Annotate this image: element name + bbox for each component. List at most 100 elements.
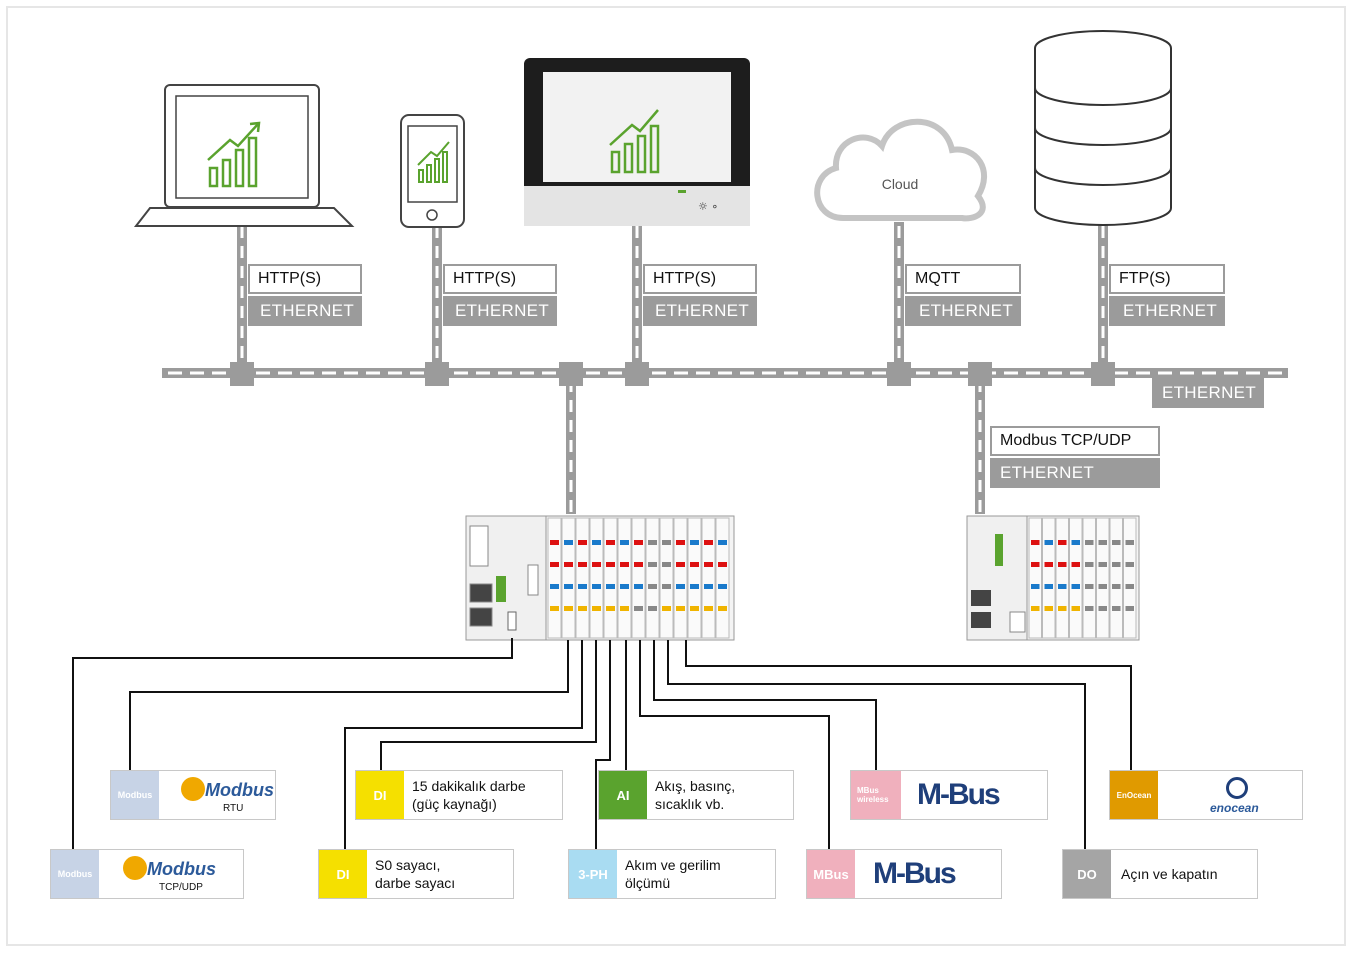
io-terminal-strip xyxy=(1031,540,1040,545)
io-module xyxy=(659,517,674,639)
io-terminal-strip xyxy=(648,584,657,589)
database-icon xyxy=(1034,30,1172,226)
io-terminal-strip xyxy=(1098,540,1107,545)
io-terminal-strip xyxy=(1112,606,1121,611)
io-terminal-strip xyxy=(718,584,727,589)
io-terminal-strip xyxy=(662,562,671,567)
io-terminal-strip xyxy=(676,606,685,611)
card-do: DO Açın ve kapatın xyxy=(1062,849,1258,899)
io-terminal-strip xyxy=(1125,606,1134,611)
io-terminal-strip xyxy=(1044,584,1053,589)
ethernet-label-panel: ETHERNET xyxy=(643,296,757,326)
phone-icon xyxy=(400,114,465,228)
io-terminal-strip xyxy=(592,540,601,545)
io-module xyxy=(1123,517,1137,639)
io-terminal-strip xyxy=(1085,584,1094,589)
card-tag: DO xyxy=(1063,850,1111,898)
io-terminal-strip xyxy=(718,562,727,567)
io-terminal-strip xyxy=(676,540,685,545)
io-module xyxy=(715,517,730,639)
laptop-icon xyxy=(133,84,355,227)
card-modbus-tcp: Modbus Modbus TCP/UDP xyxy=(50,849,244,899)
card-modbus-rtu: Modbus Modbus RTU xyxy=(110,770,276,820)
card-tag: DI xyxy=(319,850,367,898)
io-module xyxy=(575,517,590,639)
io-terminal-strip xyxy=(1125,540,1134,545)
card-text: Açın ve kapatın xyxy=(1121,866,1218,882)
ethernet-label-laptop: ETHERNET xyxy=(248,296,362,326)
io-terminal-strip xyxy=(1071,562,1080,567)
cloud-label: Cloud xyxy=(881,176,919,192)
io-terminal-strip xyxy=(704,606,713,611)
touch-panel-icon: ☼ ∘ xyxy=(524,58,750,226)
io-terminal-strip xyxy=(1098,562,1107,567)
io-terminal-strip xyxy=(578,584,587,589)
io-module xyxy=(1109,517,1123,639)
diagram-frame xyxy=(6,6,1346,946)
card-mbus-wireless: MBus wireless M-Bus xyxy=(850,770,1048,820)
io-module xyxy=(603,517,618,639)
io-terminal-strip xyxy=(550,606,559,611)
card-tag: AI xyxy=(599,771,647,819)
card-tag: MBus wireless xyxy=(851,771,901,819)
io-module xyxy=(1082,517,1096,639)
io-terminal-strip xyxy=(1058,540,1067,545)
io-terminal-strip xyxy=(1058,606,1067,611)
cloud-icon xyxy=(814,118,987,222)
io-terminal-strip xyxy=(704,562,713,567)
io-terminal-strip xyxy=(592,606,601,611)
device-connectors xyxy=(237,222,1108,514)
io-terminal-strip xyxy=(1112,562,1121,567)
io-terminal-strip xyxy=(1085,540,1094,545)
card-tag: DI xyxy=(356,771,404,819)
io-terminal-strip xyxy=(718,540,727,545)
protocol-label-controller2: Modbus TCP/UDP xyxy=(990,426,1160,456)
card-ai: AI Akış, basınç, sıcaklık vb. xyxy=(598,770,794,820)
ethernet-label-controller2: ETHERNET xyxy=(990,458,1160,488)
io-terminal-strip xyxy=(550,540,559,545)
ethernet-label-cloud: ETHERNET xyxy=(905,296,1021,326)
io-module xyxy=(1069,517,1083,639)
io-terminal-strip xyxy=(564,584,573,589)
io-terminal-strip xyxy=(1071,584,1080,589)
ethernet-label-phone: ETHERNET xyxy=(443,296,557,326)
io-module xyxy=(1055,517,1069,639)
io-terminal-strip xyxy=(634,606,643,611)
io-terminal-strip xyxy=(1058,562,1067,567)
io-terminal-strip xyxy=(564,606,573,611)
io-terminal-strip xyxy=(620,606,629,611)
io-terminal-strip xyxy=(1125,562,1134,567)
io-terminal-strip xyxy=(1031,562,1040,567)
io-terminal-strip xyxy=(592,584,601,589)
io-terminal-strip xyxy=(564,540,573,545)
card-text: 15 dakikalık darbe (güç kaynağı) xyxy=(412,778,526,812)
card-di-15min: DI 15 dakikalık darbe (güç kaynağı) xyxy=(355,770,563,820)
io-terminal-strip xyxy=(606,562,615,567)
io-terminal-strip xyxy=(1031,606,1040,611)
io-terminal-strip xyxy=(690,562,699,567)
io-terminal-strip xyxy=(592,562,601,567)
io-terminal-strip xyxy=(578,562,587,567)
mbus-logo-text: M-Bus xyxy=(873,857,957,890)
io-terminal-strip xyxy=(676,562,685,567)
protocol-label-cloud: MQTT xyxy=(905,264,1021,294)
protocol-label-phone: HTTP(S) xyxy=(443,264,557,294)
io-module xyxy=(631,517,646,639)
card-enocean: EnOcean enocean xyxy=(1109,770,1303,820)
io-terminal-strip xyxy=(662,584,671,589)
io-terminal-strip xyxy=(634,540,643,545)
io-terminal-strip xyxy=(1071,540,1080,545)
io-module xyxy=(561,517,576,639)
io-terminal-strip xyxy=(718,606,727,611)
io-terminal-strip xyxy=(662,606,671,611)
controller-secondary-modules xyxy=(1028,517,1137,639)
field-wires xyxy=(72,638,1132,850)
io-module xyxy=(673,517,688,639)
card-tag: MBus xyxy=(807,850,855,898)
modbus-star-icon xyxy=(181,777,205,801)
io-terminal-strip xyxy=(634,584,643,589)
io-module xyxy=(645,517,660,639)
io-terminal-strip xyxy=(690,584,699,589)
io-terminal-strip xyxy=(620,540,629,545)
